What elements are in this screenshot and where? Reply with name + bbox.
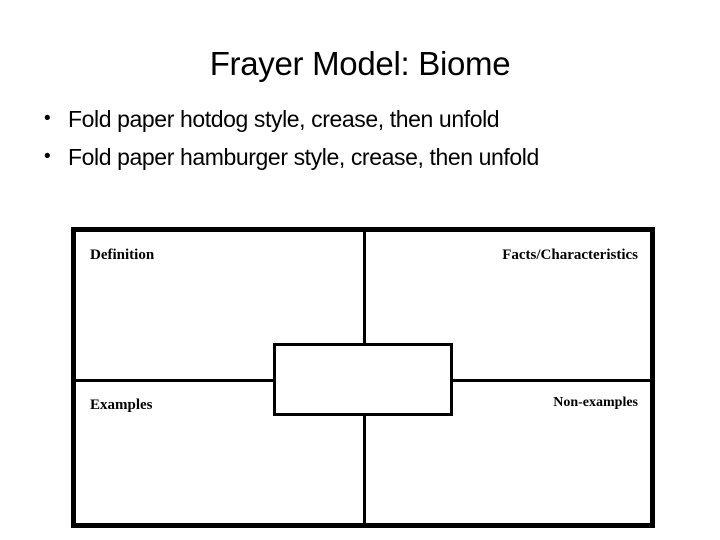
quadrant-non-examples: Non-examples (363, 382, 650, 529)
quadrant-label-definition: Definition (90, 247, 155, 263)
frayer-center-term-box (273, 343, 453, 416)
bullet-point-icon: • (44, 108, 51, 129)
bullet-list: • Fold paper hotdog style, crease, then … (28, 100, 688, 176)
bullet-point-icon: • (44, 146, 51, 167)
quadrant-facts-characteristics: Facts/Characteristics (363, 232, 650, 379)
quadrant-label-non-examples: Non-examples (553, 395, 638, 410)
list-item-label: Fold paper hotdog style, crease, then un… (68, 106, 500, 132)
frayer-model-diagram: Definition Facts/Characteristics Example… (71, 227, 655, 528)
page-title: Frayer Model: Biome (209, 45, 511, 82)
quadrant-label-examples: Examples (90, 397, 153, 413)
frayer-model-grid: Definition Facts/Characteristics Example… (76, 232, 650, 523)
list-item: • Fold paper hotdog style, crease, then … (28, 100, 688, 138)
quadrant-examples: Examples (76, 382, 363, 529)
list-item: • Fold paper hamburger style, crease, th… (28, 138, 688, 176)
frayer-center-term-label (276, 346, 450, 413)
quadrant-label-facts-characteristics: Facts/Characteristics (502, 247, 638, 263)
quadrant-definition: Definition (76, 232, 363, 379)
list-item-label: Fold paper hamburger style, crease, then… (68, 144, 539, 170)
